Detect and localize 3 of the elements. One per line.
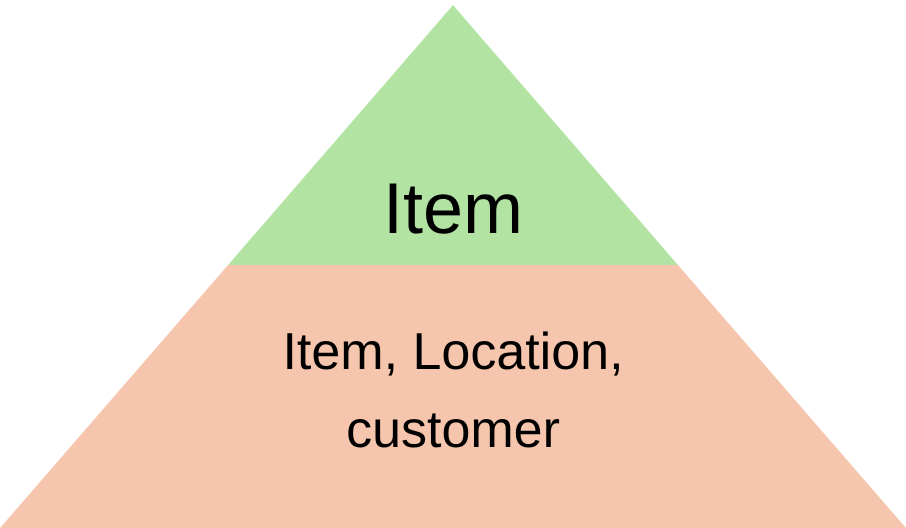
- pyramid-tier: [0, 265, 906, 528]
- tier-label: Item: [382, 169, 524, 249]
- tier-label: Item, Location, customer: [282, 323, 624, 459]
